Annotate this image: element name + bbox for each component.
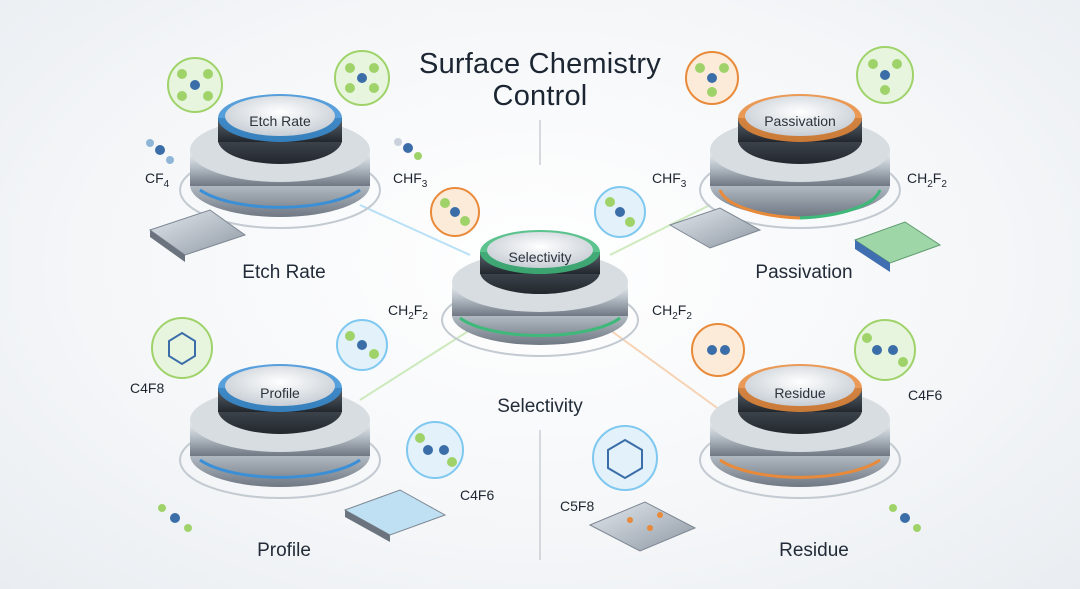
formula-etch-right: CHF3 xyxy=(393,170,428,190)
molecule-icons xyxy=(146,46,921,532)
formula-residue-right: C4F6 xyxy=(908,387,943,403)
wafer-passivation xyxy=(668,207,942,272)
page-title: Surface Chemistry Control xyxy=(380,48,700,112)
wafer-etch-rate xyxy=(148,209,247,262)
knob-label-passivation: Passivation xyxy=(764,113,836,129)
caption-etch-rate: Etch Rate xyxy=(242,262,326,283)
connector-residue-selectivity xyxy=(609,329,721,411)
caption-selectivity: Selectivity xyxy=(497,396,583,417)
connector-profile-selectivity xyxy=(359,329,471,401)
knob-etch-rate[interactable]: Etch Rate xyxy=(179,94,381,229)
connector-passivation-selectivity xyxy=(609,204,711,256)
knob-label-residue: Residue xyxy=(774,385,826,401)
title-line-1: Surface Chemistry xyxy=(419,48,661,80)
formula-selectivity-right: CH2F2 xyxy=(652,302,692,322)
knob-passivation[interactable]: Passivation xyxy=(699,94,901,229)
formula-passivation-left: CHF3 xyxy=(652,170,687,190)
molecule-bubble-icon xyxy=(691,323,745,377)
molecule-bubble-icon xyxy=(592,425,658,491)
molecule-bubble-icon xyxy=(854,319,916,381)
molecule-bubble-icon xyxy=(151,317,213,379)
knob-selectivity[interactable]: Selectivity xyxy=(441,230,639,357)
connector-lines xyxy=(359,120,721,560)
molecule-bubble-icon xyxy=(406,421,464,479)
caption-residue: Residue xyxy=(779,540,849,561)
knob-profile[interactable]: Profile xyxy=(179,364,381,499)
wafer-residue xyxy=(588,501,697,552)
formula-profile-right: C4F6 xyxy=(460,487,495,503)
knob-label-etch-rate: Etch Rate xyxy=(249,113,311,129)
formula-residue-left: C5F8 xyxy=(560,498,595,514)
title-line-2: Control xyxy=(492,80,588,112)
knob-label-profile: Profile xyxy=(260,385,300,401)
knob-label-selectivity: Selectivity xyxy=(508,249,571,265)
formula-selectivity-left: CH2F2 xyxy=(388,302,428,322)
caption-passivation: Passivation xyxy=(755,262,853,283)
knob-residue[interactable]: Residue xyxy=(699,364,901,499)
caption-profile: Profile xyxy=(257,540,311,561)
formula-profile-left: C4F8 xyxy=(130,380,165,396)
formula-etch-left: CF4 xyxy=(145,170,170,190)
wafer-profile xyxy=(343,489,447,542)
connector-etch-selectivity xyxy=(359,204,471,256)
formula-passivation-right: CH2F2 xyxy=(907,170,947,190)
